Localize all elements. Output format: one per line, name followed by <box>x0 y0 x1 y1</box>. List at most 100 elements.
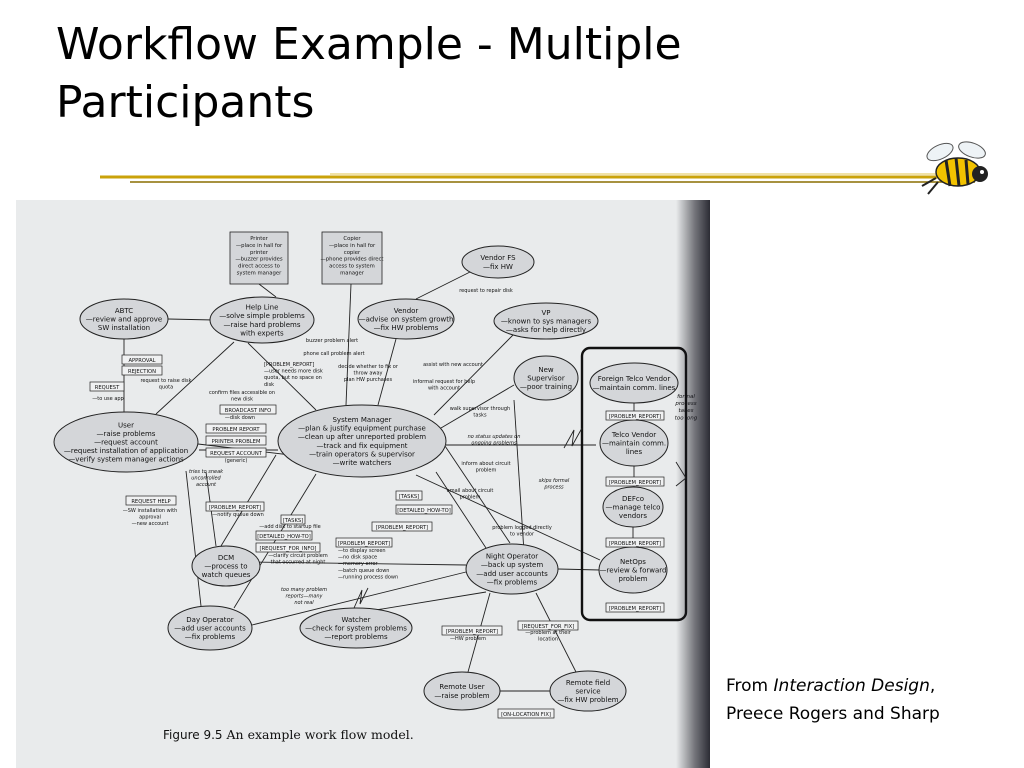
node-vp-text: VP—known to sys managers—asks for help d… <box>501 309 592 334</box>
node-defco-ellipse <box>602 486 664 528</box>
note-assist_account: assist with new account <box>423 362 483 368</box>
credit-comma: , <box>929 676 936 696</box>
tag-problem_report_f: [PROBLEM_REPORT] <box>609 480 661 486</box>
tag-problem_report_g-box <box>605 537 665 548</box>
node-remoteuser-ellipse <box>423 671 501 711</box>
diagram-edge <box>167 318 215 321</box>
tag-request_for_fix: [REQUEST_FOR_FIX] <box>522 624 574 630</box>
node-telco-text: Telco Vendor—maintain comm.lines <box>602 431 666 456</box>
tag-problem_report_f-box <box>605 476 665 487</box>
breakdown-mark-icon <box>353 587 369 609</box>
credit-authors: Preece Rogers and Sharp <box>726 704 940 724</box>
tag-problem_report_h: [PROBLEM_REPORT] <box>609 606 661 612</box>
tag-printer_problem: PRINTER PROBLEM <box>212 439 261 445</box>
tag-request-box <box>89 381 125 392</box>
note-night_problems: —to display screen—no disk space—memory … <box>338 548 398 580</box>
tag-problem_report_h-box <box>605 602 665 613</box>
node-nightop-ellipse <box>465 543 559 595</box>
tag-request_for_info-box <box>255 542 321 553</box>
tag-tasks_b-box <box>395 490 423 501</box>
tag-tasks_a: [TASKS] <box>283 518 303 524</box>
note-notify_queue: —notify queue down <box>212 512 264 518</box>
tag-problem_report_e-box <box>605 410 665 421</box>
diagram-edge <box>185 470 202 607</box>
node-foreign-text: Foreign Telco Vendor—maintain comm. line… <box>593 375 676 392</box>
note-hw_problem: —HW problem <box>450 636 486 642</box>
node-vp-ellipse <box>493 302 599 340</box>
note-add_disk: —add disk to startup file <box>259 524 320 530</box>
diagram-edge <box>155 341 235 415</box>
node-watcher-ellipse <box>299 607 413 649</box>
node-abtc-ellipse <box>79 298 169 340</box>
diagram-edge <box>435 471 487 549</box>
node-copier-box <box>321 231 383 285</box>
source-credit: From Interaction Design, Preece Rogers a… <box>726 672 940 728</box>
figure-caption: Figure 9.5 An example work flow model. <box>163 727 414 742</box>
note-disk_down: —disk down <box>225 415 255 421</box>
tag-detailed_howto_b: [DETAILED_HOW-TO] <box>397 508 450 514</box>
diagram-edge <box>345 283 352 406</box>
diagram-edge <box>220 454 277 547</box>
tag-rejection-box <box>121 365 163 376</box>
node-helpline-ellipse <box>209 296 315 344</box>
tag-problem_report_a: [PROBLEM_REPORT] <box>209 505 261 511</box>
diagram-edge <box>557 568 601 571</box>
note-request_repair_disk: request to repair disk <box>459 288 513 294</box>
diagram-edge <box>250 561 467 566</box>
note-phone_alert: phone call problem alert <box>303 351 364 357</box>
tag-approval-box <box>121 354 163 365</box>
note-generic: (generic) <box>225 458 248 464</box>
breakdown-mark-icon <box>563 427 583 449</box>
diagram-edge <box>535 592 577 673</box>
tag-broadcast_info: BROADCAST INFO <box>225 408 271 414</box>
tag-request_for_info: [REQUEST_FOR_INFO] <box>260 546 317 552</box>
diagram-edge <box>415 269 475 300</box>
tag-request_account-box <box>205 447 267 458</box>
yellow-jacket-logo <box>921 141 988 195</box>
diagram-edge <box>233 473 317 609</box>
tag-problem_report_b-box <box>335 537 393 548</box>
tag-request_help: REQUEST HELP <box>131 499 170 505</box>
tag-problem_report_d: [PROBLEM_REPORT] <box>446 629 498 635</box>
note-to_use_app: —to use app <box>92 396 123 402</box>
node-vendor-ellipse <box>357 298 455 340</box>
note-buzzer_alert: buzzer problem alert <box>306 338 358 344</box>
figure-caption-text: An example work flow model. <box>222 727 414 742</box>
tag-request_for_fix-box <box>517 620 579 631</box>
diagram-edge <box>513 399 525 553</box>
node-user-ellipse <box>53 411 199 473</box>
diagram-edge <box>433 333 515 416</box>
node-nightop-text: Night Operator—back up system—add user a… <box>476 553 548 587</box>
tag-detailed_howto_a-box <box>255 530 313 541</box>
credit-book-title: Interaction Design <box>773 676 930 696</box>
diagram-edge <box>247 342 317 411</box>
diagram-edge <box>415 474 601 561</box>
tag-broadcast_info-box <box>219 404 277 415</box>
tag-problem_report_c-box <box>371 521 433 532</box>
tag-request_help-box <box>125 495 177 506</box>
node-helpline-text: Help Line—solve simple problems—raise ha… <box>219 304 305 338</box>
slide-title: Workflow Example - Multiple Participants <box>56 19 682 128</box>
node-user-text: User—raise problems—request account—requ… <box>64 421 188 463</box>
node-remoteuser-text: Remote User—raise problem <box>434 683 489 700</box>
tag-problem_report_e: [PROBLEM_REPORT] <box>609 414 661 420</box>
tag-problem_report_d-box <box>441 625 503 636</box>
node-sysmgr-ellipse <box>277 404 447 478</box>
tag-problem_report_c: [PROBLEM_REPORT] <box>376 525 428 531</box>
tag-detailed_howto_b-box <box>395 504 453 515</box>
node-sysmgr-text: System Manager—plan & justify equipment … <box>298 416 426 467</box>
node-remotefield-ellipse <box>549 670 627 712</box>
